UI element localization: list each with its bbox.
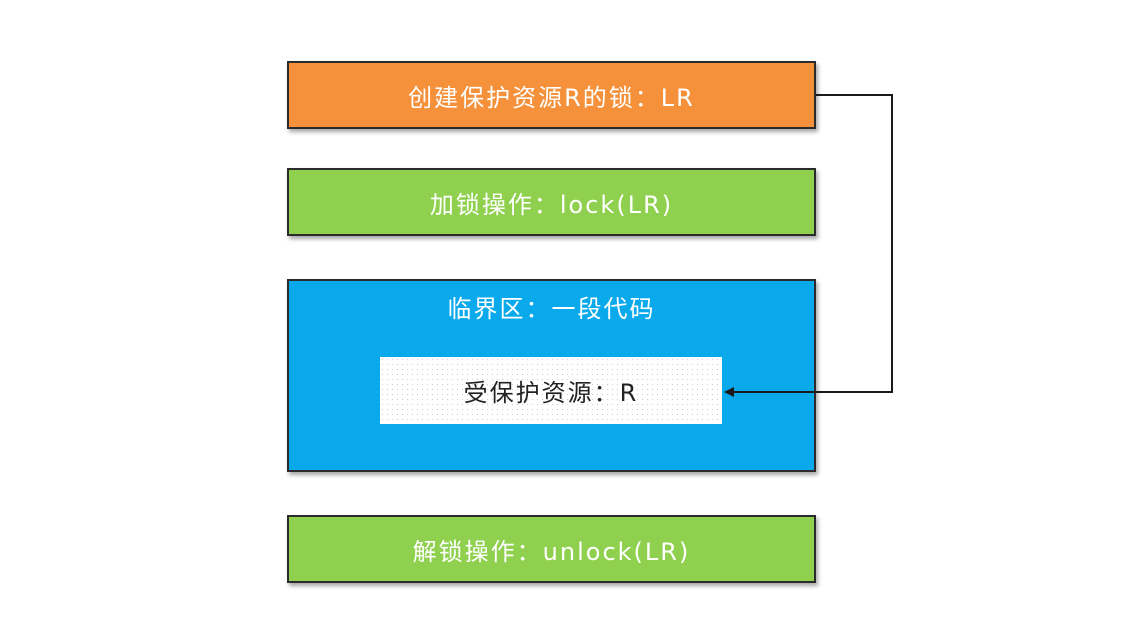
lock-operation-box: 加锁操作：lock(LR) [287,168,816,236]
protected-resource-label: 受保护资源：R [463,379,639,407]
create-lock-label: 创建保护资源R的锁：LR [408,83,695,112]
protected-resource-box: 受保护资源：R [380,357,722,424]
lock-operation-label: 加锁操作：lock(LR) [429,190,674,219]
create-lock-box: 创建保护资源R的锁：LR [287,61,816,129]
unlock-operation-label: 解锁操作：unlock(LR) [412,537,691,566]
unlock-operation-box: 解锁操作：unlock(LR) [287,515,816,583]
critical-section-label: 临界区：一段代码 [447,295,656,323]
